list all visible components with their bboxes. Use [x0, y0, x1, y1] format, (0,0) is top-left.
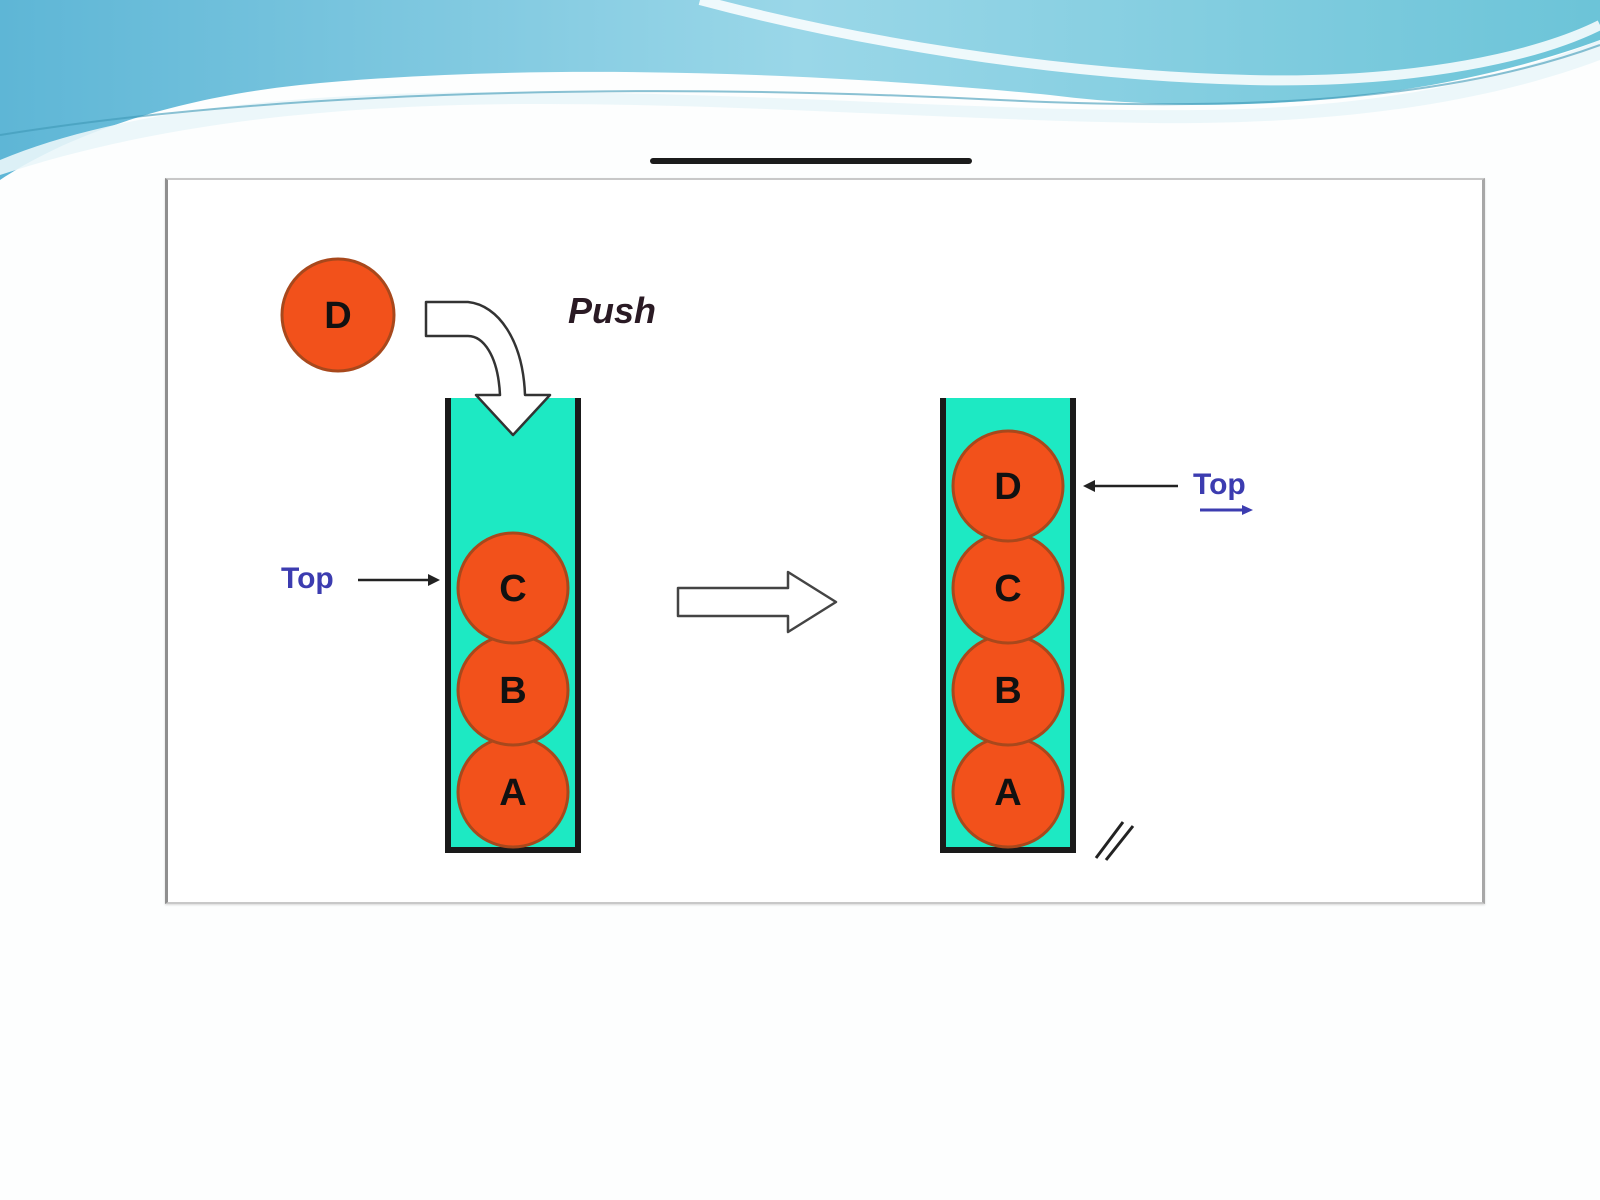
after-ball-label-c: C [994, 568, 1021, 610]
after-top-label: Top [1193, 468, 1246, 501]
pen-marks [1094, 821, 1135, 861]
before-top-label: Top [281, 562, 334, 595]
after-ball-label-a: A [994, 772, 1021, 814]
push-curved-arrow [424, 300, 552, 437]
before-stack-walls [445, 398, 581, 853]
push-label: Push [568, 290, 656, 331]
after-ball-label-b: B [994, 670, 1021, 712]
incoming-ball [280, 257, 396, 373]
before-top-arrow [358, 574, 440, 586]
before-ball-label-c: C [499, 568, 526, 610]
after-stack: A B C D Top [940, 398, 1253, 861]
before-ball-label-b: B [499, 670, 526, 712]
after-stack-walls [940, 398, 1076, 853]
incoming-ball-label: D [324, 295, 351, 337]
after-ball-label-d: D [994, 466, 1021, 508]
after-ball-d [951, 429, 1065, 543]
stack-push-diagram: A B C Push D Top A B C D Top [280, 257, 1253, 861]
header-wave [0, 0, 1600, 180]
diagram-frame: A B C Push D Top A B C D Top [165, 178, 1485, 904]
before-ball-c [456, 531, 570, 645]
before-stack: A B C Push D Top [280, 257, 656, 853]
title-underline [650, 158, 972, 164]
transition-arrow [676, 570, 838, 634]
after-top-arrow [1083, 480, 1178, 492]
before-ball-label-a: A [499, 772, 526, 814]
after-top-underline-arrow [1200, 505, 1253, 515]
